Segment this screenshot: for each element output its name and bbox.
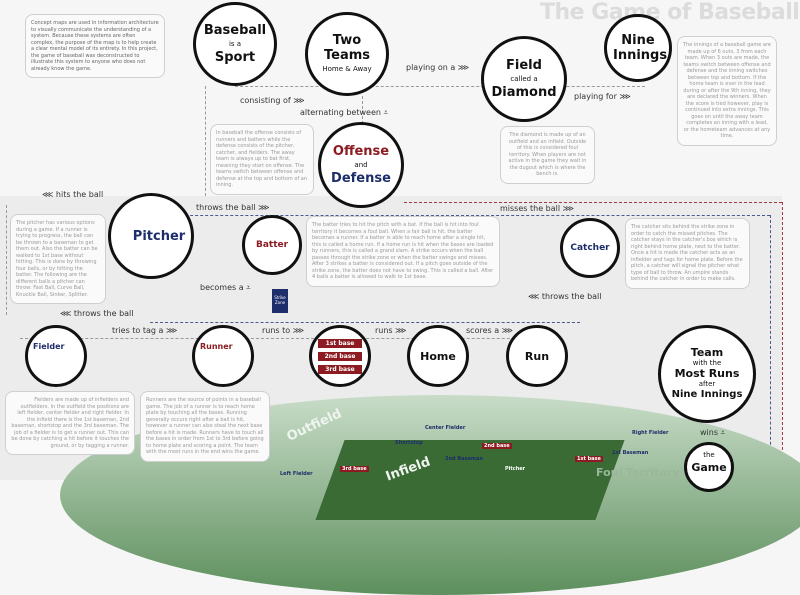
node-runner: Runner [192,325,254,387]
node-text: the [703,451,715,459]
node-text: is a [228,40,242,48]
link-playing-on: playing on a ⋙ [406,63,470,72]
position-pitcher: Pitcher [505,466,526,472]
node-catcher: Catcher [560,218,620,278]
position-1st-baseman: 1st Baseman [612,450,649,456]
link-playing-for: playing for ⋙ [574,92,631,101]
connector [362,96,363,124]
node-text: after [698,380,716,388]
node-text: Game [691,461,727,474]
node-text: Two Teams [323,33,370,63]
strike-zone-label: Strike Zone [274,295,286,305]
position-shortstop: Shortstop [395,440,423,446]
node-field: Field called a Diamond [481,36,567,122]
node-text: Team [690,346,724,359]
node-home: Home [407,325,469,387]
infield [315,440,625,520]
node-pitcher: Pitcher [108,193,194,279]
base-tag-1st: 1st base [575,456,603,462]
connector [20,338,560,339]
node-bases: 1st base 2nd base 3rd base [309,325,371,387]
page-title: The Game of Baseball [540,0,800,25]
defense-path [150,322,580,323]
node-game: the Game [684,442,734,492]
node-text: Home [420,349,456,363]
link-runs-to: runs to ⋙ [262,326,305,335]
link-hits: ⋘ hits the ball [42,190,104,199]
node-text: Fielder [33,342,65,351]
position-right-fielder: Right Fielder [632,430,669,436]
link-becomes: becomes a ⩡ [200,283,251,292]
offense-path [782,202,783,480]
foul-label: Foul Territory [596,466,680,479]
node-run: Run [506,325,568,387]
node-text: Batter [255,240,289,250]
position-center-fielder: Center Fielder [425,425,466,431]
node-text: Home & Away [322,65,372,73]
link-throws-back: ⋘ throws the ball [528,292,602,301]
link-runs: runs ⋙ [375,326,407,335]
connector [235,86,645,87]
node-team-most-runs: Team with the Most Runs after Nine Innin… [658,325,756,423]
node-baseball: Baseball is a Sport [193,2,277,86]
link-misses: misses the ball ⋙ [500,204,575,213]
defense-path [150,215,770,216]
base-tag-3rd: 3rd base [340,466,369,472]
link-throws: throws the ball ⋙ [196,203,270,212]
diamond-text: The diamond is made up of an outfield an… [500,126,595,184]
runner-text: Runners are the source of points in a ba… [140,391,270,462]
pitcher-text: The pitcher has various options during a… [10,214,106,304]
node-text: Diamond [491,85,557,100]
node-batter: Batter [242,215,302,275]
node-text: Nine Innings [671,389,743,400]
node-text: called a [510,75,538,83]
base-tag-2nd: 2nd base [482,443,512,449]
link-scores: scores a ⋙ [466,326,514,335]
link-consisting-of: consisting of ⋙ [240,96,305,105]
link-wins: wins ⩡ [700,428,726,437]
intro-box: Concept maps are used in information arc… [25,14,165,78]
position-2nd-baseman: 2nd Baseman [445,456,484,462]
connector [6,205,7,315]
catcher-text: The catcher sits behind the strike zone … [625,218,750,289]
link-tag: tries to tag a ⋙ [112,326,178,335]
node-fielder: Fielder [25,325,87,387]
node-text: Baseball [203,23,267,38]
offense-text: In baseball the offense consists of runn… [210,124,314,195]
node-text: Run [524,349,550,363]
node-text: Runner [200,342,233,351]
node-text: and [354,161,368,169]
node-nine-innings: Nine Innings [604,14,672,82]
node-text: Catcher [570,243,610,253]
node-text: with the [692,359,722,367]
defense-path [770,215,771,480]
link-alternating: alternating between ⩡ [300,108,389,117]
position-left-fielder: Left Fielder [280,471,313,477]
node-text: Pitcher [132,228,186,244]
offense-path [404,202,782,203]
strike-zone-icon: Strike Zone [272,289,288,313]
node-text: Field [506,58,542,73]
base-3rd: 3rd base [318,364,362,374]
connector [205,86,206,196]
innings-text: The innings of a baseball game are made … [677,36,777,146]
node-text: Offense [332,144,390,159]
node-text: Sport [214,50,256,65]
base-1st: 1st base [318,338,362,348]
link-throws-fielder: ⋘ throws the ball [60,309,134,318]
node-text: Most Runs [674,367,740,380]
node-text: Defense [331,171,391,186]
node-offense-defense: Offense and Defense [318,122,404,208]
node-text: Nine Innings [613,33,668,63]
fielder-text: Fielders are made up of infielders and o… [5,391,135,455]
base-2nd: 2nd base [318,351,362,361]
batter-text: The batter tries to hit the pitch with a… [306,216,500,287]
node-two-teams: Two Teams Home & Away [305,12,389,96]
